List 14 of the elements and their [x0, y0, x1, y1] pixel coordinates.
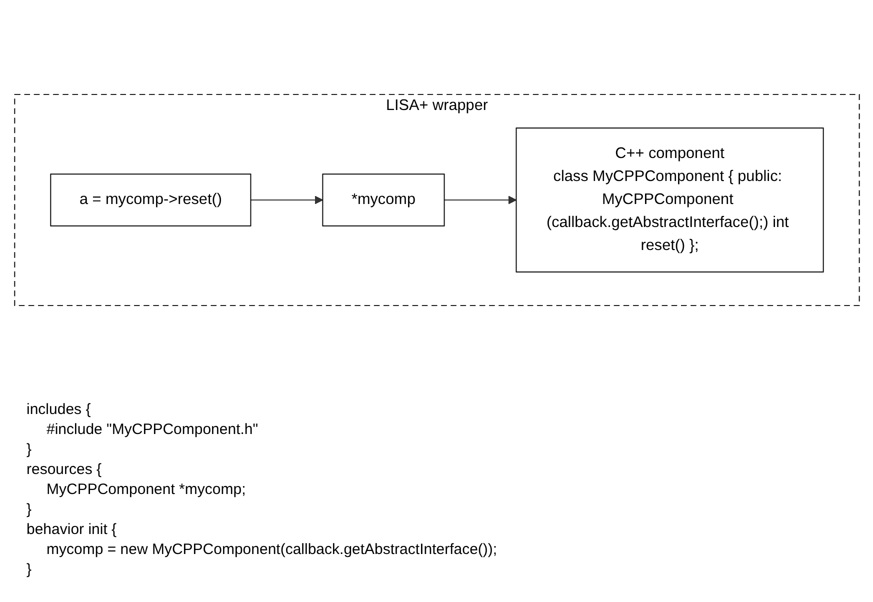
node-box: a = mycomp->reset() [50, 174, 251, 226]
arrow [443, 196, 516, 204]
code-line: } [26, 440, 33, 460]
code-line: } [26, 560, 33, 580]
node-box: C++ component class MyCPPComponent { public: MyCPPComponent (callback.getAbstractInterface();) int reset() }; [515, 128, 824, 272]
code-line: MyCPPComponent *mycomp; [46, 480, 247, 500]
node-box: *mycomp [322, 174, 444, 226]
code-line: mycomp = new MyCPPComponent(callback.getAbstractInterface()); [46, 540, 498, 560]
code-line: includes { [26, 400, 92, 420]
code-line: } [26, 500, 33, 520]
code-line: resources { [26, 460, 103, 480]
arrow [250, 196, 323, 204]
code-line: #include "MyCPPComponent.h" [46, 420, 260, 440]
code-line: behavior init { [26, 520, 118, 540]
